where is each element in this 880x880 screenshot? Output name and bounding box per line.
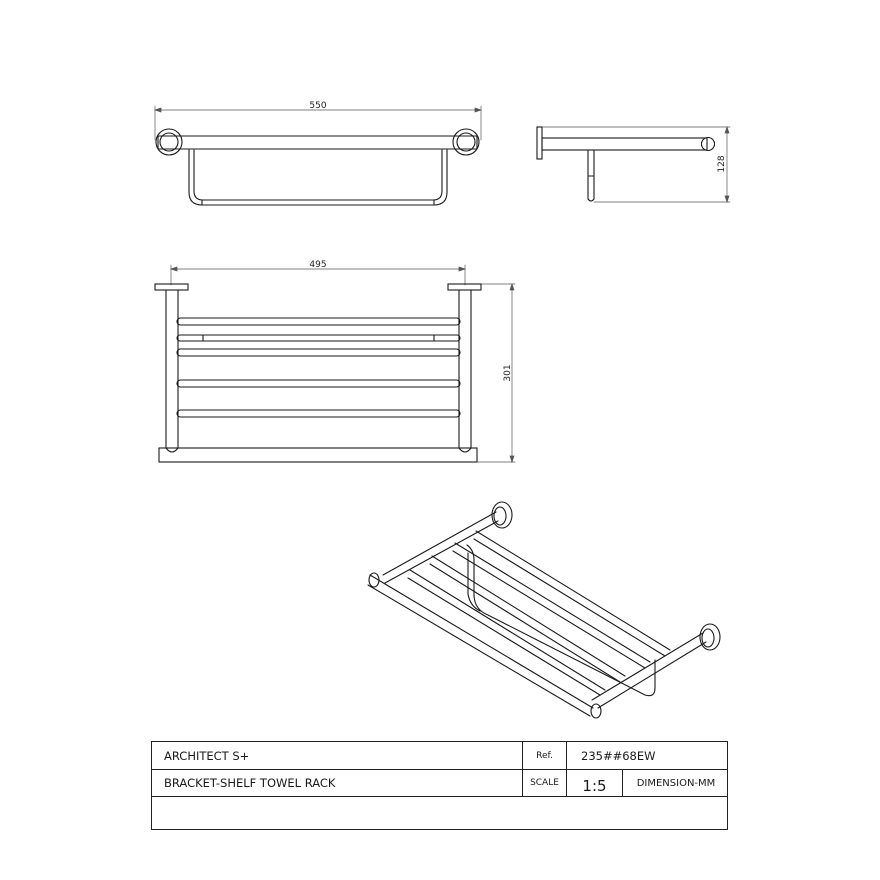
dimension-line-301 bbox=[477, 282, 516, 464]
isometric-view bbox=[367, 501, 721, 719]
dimension-line-550 bbox=[153, 105, 483, 141]
units-label: DIMENSION-MM bbox=[622, 770, 729, 796]
ref-value: 235##68EW bbox=[566, 742, 729, 769]
series-name: ARCHITECT S+ bbox=[164, 748, 250, 763]
side-view bbox=[536, 125, 731, 204]
front-elevation-view bbox=[154, 264, 516, 464]
dimension-text-301: 301 bbox=[503, 364, 513, 381]
title-row-product: BRACKET-SHELF TOWEL RACK SCALE 1:5 DIMEN… bbox=[152, 770, 727, 797]
ref-label: Ref. bbox=[522, 742, 566, 769]
product-name: BRACKET-SHELF TOWEL RACK bbox=[164, 776, 336, 790]
scale-label: SCALE bbox=[522, 770, 566, 796]
dimension-line-495 bbox=[169, 264, 467, 286]
dimension-text-550: 550 bbox=[309, 101, 326, 111]
dimension-line-128 bbox=[541, 125, 731, 204]
title-block: ARCHITECT S+ Ref. 235##68EW BRACKET-SHEL… bbox=[151, 741, 728, 830]
notes-area bbox=[152, 797, 727, 830]
dimension-text-128: 128 bbox=[717, 155, 727, 172]
dimension-text-495: 495 bbox=[309, 260, 326, 270]
title-row-series: ARCHITECT S+ Ref. 235##68EW bbox=[152, 742, 727, 770]
top-view bbox=[153, 105, 483, 206]
scale-value: 1:5 bbox=[566, 770, 622, 796]
